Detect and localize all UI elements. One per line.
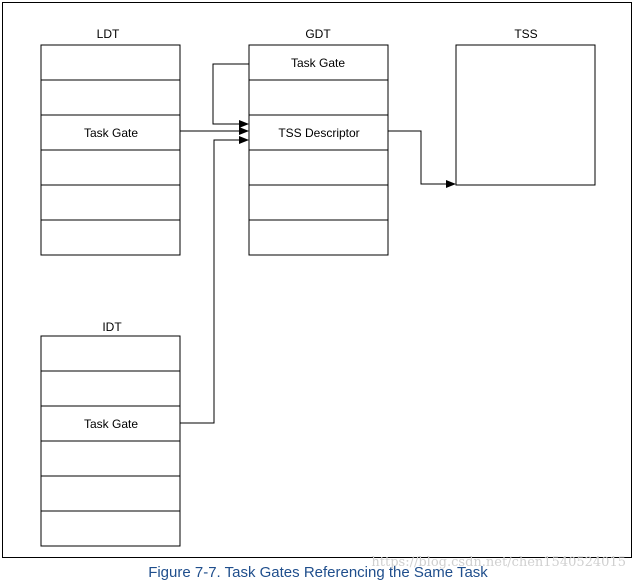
tss-box: TSS — [455, 27, 596, 186]
tss-title: TSS — [514, 27, 537, 41]
idt-task-gate-label: Task Gate — [84, 417, 138, 431]
idt-row-6 — [40, 510, 181, 547]
ldt-task-gate-label: Task Gate — [84, 126, 138, 140]
idt-row-1 — [40, 335, 181, 372]
ldt-table: LDT Task Gate — [40, 27, 181, 256]
idt-row-2 — [40, 370, 181, 407]
diagram-frame — [2, 2, 632, 558]
ldt-row-5 — [40, 184, 181, 221]
idt-task-gate-arrow — [180, 136, 249, 424]
ldt-row-1 — [40, 44, 181, 81]
gdt-task-gate-label: Task Gate — [291, 56, 345, 70]
watermark: https://blog.csdn.net/chen1540524015 — [371, 555, 626, 570]
ldt-title: LDT — [97, 27, 120, 41]
ldt-row-6 — [40, 219, 181, 256]
gdt-row-4 — [248, 149, 389, 186]
gdt-table: GDT Task Gate TSS Descriptor — [248, 27, 389, 256]
task-gate-diagram: LDT Task Gate GDT Task Gate TSS Descript… — [40, 27, 596, 547]
gdt-row-1 — [248, 44, 389, 81]
figure-caption: Figure 7-7. Task Gates Referencing the S… — [148, 564, 488, 581]
ldt-row-4 — [40, 149, 181, 186]
gdt-title: GDT — [305, 27, 331, 41]
tss-descriptor-arrow — [388, 130, 456, 188]
ldt-row-2 — [40, 79, 181, 116]
connectors — [180, 63, 456, 424]
gdt-row-3 — [248, 114, 389, 151]
idt-row-4 — [40, 440, 181, 477]
gdt-task-gate-arrow — [212, 63, 249, 128]
idt-row-3 — [40, 405, 181, 442]
gdt-row-6 — [248, 219, 389, 256]
gdt-row-2 — [248, 79, 389, 116]
idt-title: IDT — [102, 320, 122, 334]
idt-row-5 — [40, 475, 181, 512]
gdt-row-5 — [248, 184, 389, 221]
gdt-tss-descriptor-label: TSS Descriptor — [278, 126, 359, 140]
tss-rect — [455, 44, 596, 186]
idt-table: IDT Task Gate — [40, 320, 181, 547]
